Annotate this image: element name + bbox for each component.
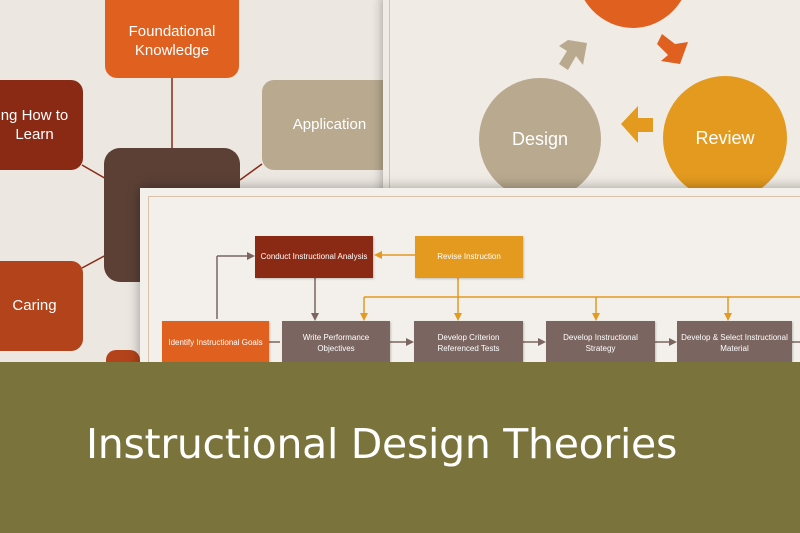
write-performance-objectives-box: Write Performance Objectives (282, 321, 390, 366)
develop-criterion-referenced-tests-box: Develop Criterion Referenced Tests (414, 321, 523, 366)
design-cycle-slide: Design Review (383, 0, 800, 216)
arrow-left-icon (621, 106, 653, 143)
caring-node: Caring (0, 261, 83, 351)
foundational-knowledge-node: Foundational Knowledge (105, 0, 239, 78)
develop-instructional-strategy-box: Develop Instructional Strategy (546, 321, 655, 366)
design-circle: Design (479, 78, 601, 200)
title-banner (0, 362, 800, 533)
application-node: Application (262, 80, 397, 170)
banner-title: Instructional Design Theories (86, 420, 678, 468)
cycle-arrows (559, 34, 688, 143)
arrow-down-right-icon (657, 34, 688, 64)
conduct-instructional-analysis-box: Conduct Instructional Analysis (255, 236, 373, 278)
revise-instruction-box: Revise Instruction (415, 236, 523, 278)
flowchart-connectors (216, 251, 800, 346)
arrow-up-right-icon (559, 40, 587, 70)
develop-select-instructional-material-box: Develop & Select Instructional Material (677, 321, 792, 366)
review-circle: Review (663, 76, 787, 200)
identify-instructional-goals-box: Identify Instructional Goals (162, 321, 269, 366)
learning-how-to-learn-node: ng How to Learn (0, 80, 83, 170)
